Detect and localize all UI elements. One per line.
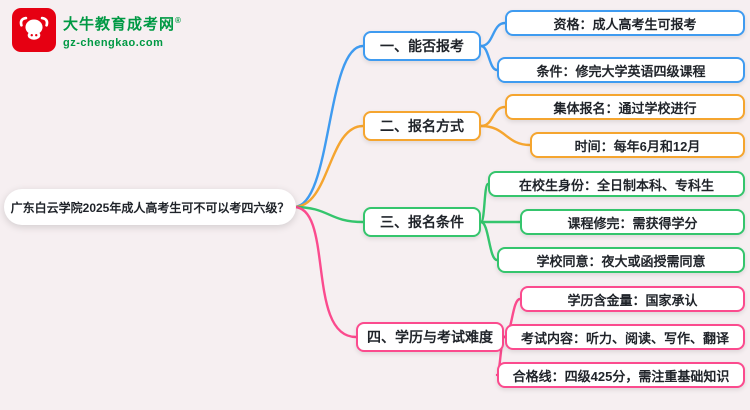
logo-badge	[12, 8, 56, 52]
logo-brand-name: 大牛教育成考网®	[63, 11, 182, 35]
connector-branch1-leaf2	[479, 44, 499, 72]
site-logo: 大牛教育成考网® gz-chengkao.com	[12, 8, 182, 52]
leaf-node-3-1: 在校生身份：全日制本科、专科生	[488, 171, 745, 197]
leaf-node-4-3: 合格线：四级425分，需注重基础知识	[497, 362, 745, 388]
connector-root-branch-3	[292, 205, 365, 224]
connector-root-branch-1	[292, 44, 365, 209]
leaf-node-4-2: 考试内容：听力、阅读、写作、翻译	[505, 324, 745, 350]
leaf-node-3-2: 课程修完：需获得学分	[520, 209, 745, 235]
logo-texts: 大牛教育成考网® gz-chengkao.com	[63, 8, 182, 52]
logo-brand-text: 大牛教育成考网	[63, 16, 176, 33]
connector-root-branch-4	[292, 205, 358, 339]
branch-node-3: 三、报名条件	[363, 207, 481, 237]
connector-branch3-leaf1	[479, 182, 490, 224]
connector-branch1-leaf1	[479, 21, 507, 48]
leaf-node-1-2: 条件：修完大学英语四级课程	[497, 57, 745, 83]
branch-node-2: 二、报名方式	[363, 111, 481, 141]
leaf-node-2-2: 时间：每年6月和12月	[530, 132, 745, 158]
connector-root-branch-2	[292, 124, 365, 209]
branch-node-1: 一、能否报考	[363, 31, 481, 61]
bull-icon	[16, 10, 52, 51]
leaf-node-3-3: 学校同意：夜大或函授需同意	[497, 247, 745, 273]
root-node: 广东白云学院2025年成人高考生可不可以考四六级？	[4, 189, 296, 225]
logo-domain: gz-chengkao.com	[63, 37, 164, 49]
leaf-node-4-1: 学历含金量：国家承认	[520, 286, 745, 312]
connector-branch2-leaf2	[479, 124, 532, 147]
leaf-node-2-1: 集体报名：通过学校进行	[505, 94, 745, 120]
branch-node-4: 四、学历与考试难度	[356, 322, 504, 352]
connector-branch3-leaf3	[479, 220, 499, 262]
leaf-node-1-1: 资格：成人高考生可报考	[505, 10, 745, 36]
connector-branch2-leaf1	[479, 105, 507, 128]
registered-trademark-mark: ®	[175, 16, 182, 25]
